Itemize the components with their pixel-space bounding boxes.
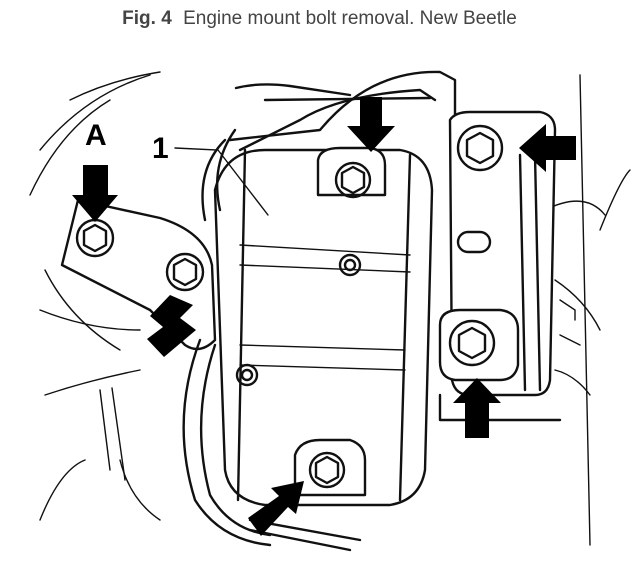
callout-1: 1 (152, 132, 169, 165)
arrow-bracket-top-right-bolt (519, 124, 576, 172)
figure-caption: Fig. 4 Engine mount bolt removal. New Be… (0, 8, 639, 30)
bolt-arrows (72, 97, 576, 536)
arrow-bracket-lower-bolt (147, 295, 196, 357)
arrow-bracket-upper-bolt (72, 165, 118, 222)
mount-body-1 (213, 70, 457, 507)
arrow-mount-top-bolt (347, 97, 395, 152)
callout-1-leader (174, 147, 269, 216)
body-outline-right (544, 74, 631, 546)
body-outline-left (29, 71, 161, 521)
transmission-bracket (438, 110, 562, 422)
callout-a: A (85, 119, 107, 152)
figure-number: Fig. 4 (122, 8, 172, 29)
bracket-a (60, 198, 217, 351)
arrow-bracket-lower-right-bolt (453, 378, 501, 438)
arrow-mount-bottom-bolt (248, 481, 304, 536)
figure-title: Engine mount bolt removal. New Beetle (183, 8, 517, 29)
